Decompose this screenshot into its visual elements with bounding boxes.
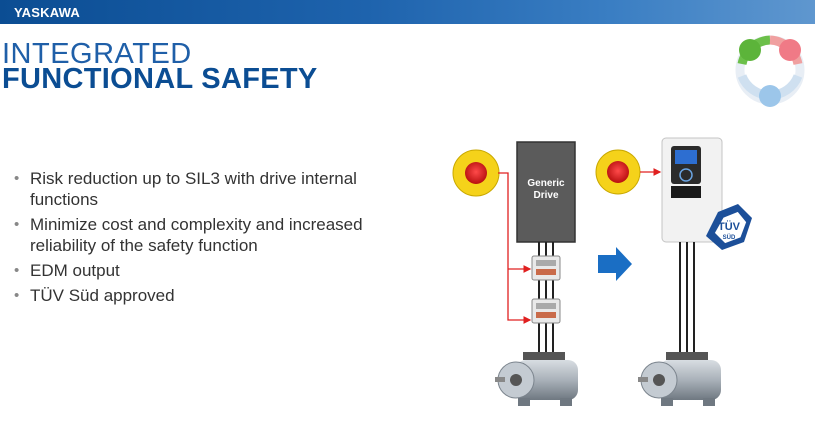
drive-wires-right <box>679 242 695 354</box>
right-arrow-icon <box>598 247 632 281</box>
generic-drive-box <box>516 141 576 243</box>
emergency-stop-icon <box>595 149 641 195</box>
tuv-badge-icon: TÜV SÜD <box>706 204 752 250</box>
tuv-sud-text: SÜD <box>723 234 736 241</box>
yaskawa-drive-icon <box>661 137 723 243</box>
contactor-icon <box>531 298 561 324</box>
bullet-dot-icon: • <box>14 287 20 304</box>
page-title-line1: INTEGRATED <box>2 38 192 70</box>
bullet-item: •EDM output <box>14 261 120 280</box>
motor-icon <box>495 352 578 406</box>
brand-logo: YASKAWA <box>14 5 80 20</box>
bullet-dot-icon: • <box>14 216 20 233</box>
bullet-dot-icon: • <box>14 170 20 187</box>
generic-drive-label-line2: Drive <box>533 190 558 201</box>
motor-icon <box>638 352 721 406</box>
generic-drive-label-line1: Generic <box>527 178 565 189</box>
emergency-stop-icon <box>452 149 500 197</box>
header-bar: YASKAWA <box>0 0 815 24</box>
tuv-text: TÜV <box>718 220 741 233</box>
contactor-icon <box>531 255 561 281</box>
safety-diagram: Generic Drive <box>452 137 752 406</box>
bullet-item: •Risk reduction up to SIL3 with drive in… <box>14 169 357 209</box>
bullet-item: •Minimize cost and complexity and increa… <box>14 215 363 255</box>
cycle-logo-icon <box>735 35 805 107</box>
safety-wiring-left <box>498 172 532 324</box>
page-title-line2: FUNCTIONAL SAFETY <box>2 63 318 95</box>
bullet-item: •TÜV Süd approved <box>14 286 175 305</box>
bullet-dot-icon: • <box>14 262 20 279</box>
bullet-list: •Risk reduction up to SIL3 with drive in… <box>14 168 409 310</box>
